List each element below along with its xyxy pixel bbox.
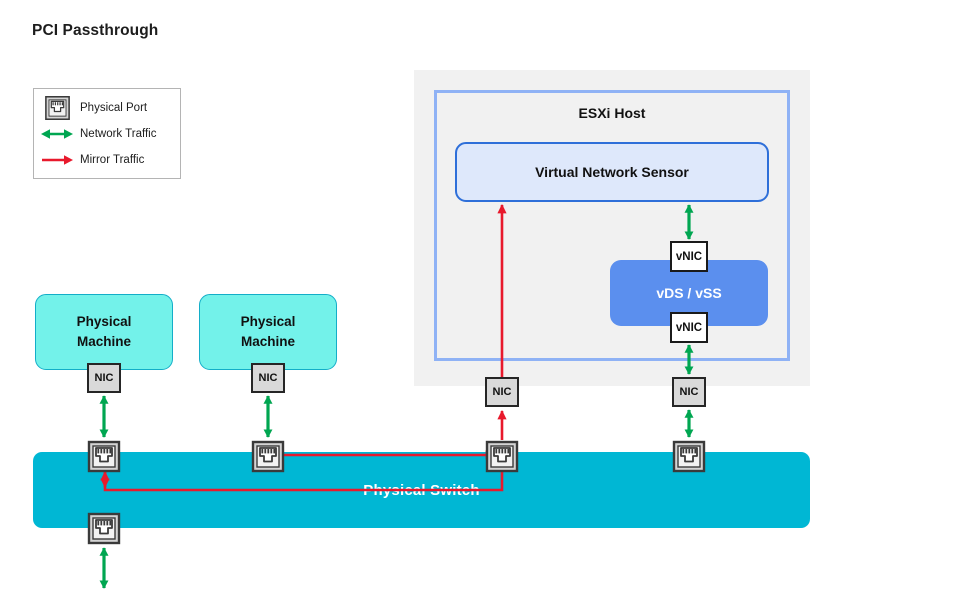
physical-machine-1-nic-box[interactable]: NIC xyxy=(87,363,121,393)
virtual-network-sensor-label: Virtual Network Sensor xyxy=(535,164,689,180)
physical-machine-2-label-line1: Physical xyxy=(240,314,296,330)
virtual-network-sensor-box[interactable]: Virtual Network Sensor xyxy=(455,142,769,202)
physical-machine-1-box[interactable]: Physical Machine xyxy=(35,294,173,370)
vds-vss-label: vDS / vSS xyxy=(656,285,722,301)
diagram-legend: Physical Port Network Traffic Mirror Tra… xyxy=(33,88,181,179)
legend-item-physical-port: Physical Port xyxy=(34,95,180,121)
switch-port-uplink[interactable] xyxy=(672,440,706,473)
legend-item-network-traffic: Network Traffic xyxy=(34,121,180,147)
nic-uplink-box[interactable]: NIC xyxy=(672,377,706,407)
vnic-bottom-box[interactable]: vNIC xyxy=(670,312,708,343)
switch-port-mirror-destination[interactable] xyxy=(485,440,519,473)
nic-passthrough-label: NIC xyxy=(492,386,512,398)
nic-uplink-label: NIC xyxy=(679,386,699,398)
esxi-host-inner-boundary xyxy=(434,90,790,361)
physical-port-icon xyxy=(34,96,80,120)
nic-passthrough-box[interactable]: NIC xyxy=(485,377,519,407)
physical-machine-2-label-line2: Machine xyxy=(240,334,295,349)
page-title: PCI Passthrough xyxy=(32,22,159,39)
physical-machine-2-nic-label: NIC xyxy=(258,372,278,384)
switch-port-2[interactable] xyxy=(251,440,285,473)
legend-label-network-traffic: Network Traffic xyxy=(80,128,157,140)
vnic-top-label: vNIC xyxy=(675,250,703,263)
esxi-host-outer-container xyxy=(414,70,810,386)
switch-port-1[interactable] xyxy=(87,440,121,473)
physical-machine-1-label-line1: Physical xyxy=(76,314,132,330)
physical-machine-1-nic-label: NIC xyxy=(94,372,114,384)
switch-port-bottom[interactable] xyxy=(87,512,121,545)
physical-machine-1-label-line2: Machine xyxy=(76,334,131,349)
legend-item-mirror-traffic: Mirror Traffic xyxy=(34,147,180,173)
esxi-host-title: ESXi Host xyxy=(578,105,646,121)
legend-label-mirror-traffic: Mirror Traffic xyxy=(80,154,145,166)
vnic-top-box[interactable]: vNIC xyxy=(670,241,708,272)
physical-machine-2-box[interactable]: Physical Machine xyxy=(199,294,337,370)
vnic-bottom-label: vNIC xyxy=(675,321,703,334)
legend-label-physical-port: Physical Port xyxy=(80,102,148,114)
single-arrow-red-icon xyxy=(34,153,80,167)
double-arrow-green-icon xyxy=(34,127,80,141)
physical-machine-2-nic-box[interactable]: NIC xyxy=(251,363,285,393)
